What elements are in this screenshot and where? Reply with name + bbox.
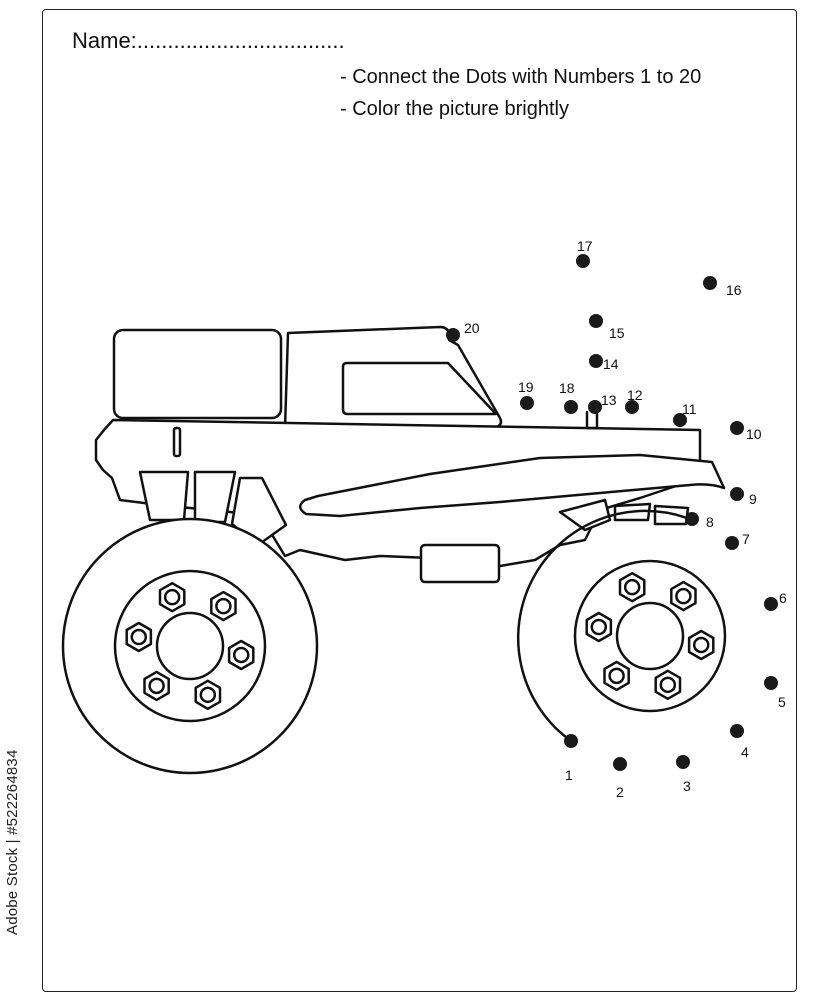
instruction-color-picture: - Color the picture brightly bbox=[340, 98, 569, 120]
dot-16[interactable] bbox=[703, 276, 717, 290]
tail-light bbox=[172, 426, 182, 458]
dot-label-6: 6 bbox=[779, 590, 787, 606]
dot-19[interactable] bbox=[520, 396, 534, 410]
dot-6[interactable] bbox=[764, 597, 778, 611]
lug-nut-center bbox=[232, 646, 250, 664]
dot-label-7: 7 bbox=[742, 531, 750, 547]
dot-label-5: 5 bbox=[778, 694, 786, 710]
dot-label-17: 17 bbox=[577, 238, 593, 254]
name-field-label[interactable]: Name:.................................. bbox=[72, 28, 345, 53]
dot-1[interactable] bbox=[564, 734, 578, 748]
lug-nut-center bbox=[675, 587, 692, 605]
dot-18[interactable] bbox=[564, 400, 578, 414]
lug-nut-center bbox=[659, 676, 677, 694]
lug-nut-center bbox=[623, 578, 641, 596]
dot-label-14: 14 bbox=[603, 356, 619, 372]
dot-label-9: 9 bbox=[749, 491, 757, 507]
flame-stripe bbox=[299, 453, 726, 518]
wheel-left bbox=[61, 517, 319, 775]
dot-label-2: 2 bbox=[616, 784, 624, 800]
worksheet-border bbox=[42, 9, 797, 992]
dot-11[interactable] bbox=[673, 413, 687, 427]
dot-label-11: 11 bbox=[682, 401, 697, 417]
dot-14[interactable] bbox=[589, 354, 603, 368]
dot-8[interactable] bbox=[685, 512, 699, 526]
lug-nut-center bbox=[590, 618, 608, 636]
dot-13[interactable] bbox=[588, 400, 602, 414]
dot-7[interactable] bbox=[725, 536, 739, 550]
dot-17[interactable] bbox=[576, 254, 590, 268]
lug-nut-center bbox=[199, 686, 217, 704]
dot-12[interactable] bbox=[625, 400, 639, 414]
dot-20[interactable] bbox=[446, 328, 460, 342]
stock-watermark-id: Adobe Stock | #522264834 bbox=[4, 749, 21, 935]
bottom-block bbox=[419, 543, 501, 584]
dot-10[interactable] bbox=[730, 421, 744, 435]
lug-nut-center bbox=[215, 597, 232, 615]
antenna-post bbox=[585, 410, 599, 430]
instruction-connect-dots: - Connect the Dots with Numbers 1 to 20 bbox=[340, 66, 702, 88]
dot-9[interactable] bbox=[730, 487, 744, 501]
dot-5[interactable] bbox=[764, 676, 778, 690]
dot-label-20: 20 bbox=[464, 320, 480, 336]
dot-label-1: 1 bbox=[565, 767, 573, 783]
dot-label-19: 19 bbox=[518, 379, 534, 395]
dot-label-13: 13 bbox=[601, 392, 617, 408]
dot-3[interactable] bbox=[676, 755, 690, 769]
lug-nut-center bbox=[148, 677, 165, 695]
lug-nuts bbox=[125, 571, 715, 711]
dot-label-3: 3 bbox=[683, 778, 691, 794]
truck-window bbox=[341, 361, 498, 416]
lug-nut-center bbox=[130, 628, 148, 646]
dot-label-16: 16 bbox=[726, 282, 742, 298]
dot-label-12: 12 bbox=[627, 387, 643, 403]
dot-2[interactable] bbox=[613, 757, 627, 771]
lug-nut-center bbox=[608, 667, 625, 685]
lug-nut-center bbox=[163, 588, 181, 606]
dot-label-4: 4 bbox=[741, 744, 749, 760]
dot-4[interactable] bbox=[730, 724, 744, 738]
dot-label-10: 10 bbox=[746, 426, 762, 442]
dot-label-18: 18 bbox=[559, 380, 575, 396]
lug-nut-center bbox=[692, 636, 710, 654]
dot-label-8: 8 bbox=[706, 514, 714, 530]
truck-bed-box bbox=[112, 328, 283, 420]
suspension-left bbox=[138, 470, 288, 547]
dot-15[interactable] bbox=[589, 314, 603, 328]
dot-label-15: 15 bbox=[609, 325, 625, 341]
